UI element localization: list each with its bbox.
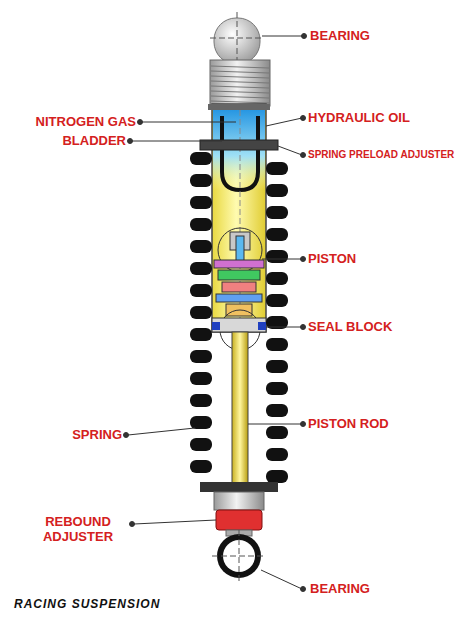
caption: RACING SUSPENSION	[14, 597, 160, 611]
spring-coil	[266, 294, 288, 307]
spring-coil	[190, 262, 212, 275]
leader-dot	[302, 34, 307, 39]
thread-line	[211, 76, 269, 78]
center-line	[212, 556, 266, 557]
leader-line	[266, 327, 302, 328]
spring-coil	[266, 470, 288, 483]
spring-coil	[190, 218, 212, 231]
spring-seat	[200, 482, 278, 492]
leader-line	[261, 570, 302, 589]
leader-line	[262, 259, 302, 260]
part-label: BLADDER	[62, 133, 126, 148]
part-label: BEARING	[310, 28, 370, 43]
seal	[258, 322, 266, 330]
spring-coil	[266, 206, 288, 219]
leader-lines	[124, 34, 307, 592]
shim-stack	[218, 270, 260, 280]
shim-stack	[222, 282, 256, 292]
leader-dot	[301, 422, 306, 427]
spring-coil	[266, 426, 288, 439]
thread-line	[211, 91, 269, 93]
spring-coil	[190, 350, 212, 363]
piston-nut	[216, 294, 262, 302]
spring-coil	[266, 162, 288, 175]
leader-dot	[301, 257, 306, 262]
spring-coil	[190, 328, 212, 341]
thread-line	[211, 101, 269, 103]
spring-coil	[190, 196, 212, 209]
leader-dot	[301, 153, 306, 158]
part-label: SPRING PRELOAD ADJUSTER	[308, 149, 454, 161]
part-label: SEAL BLOCK	[308, 319, 392, 334]
spring-coil	[266, 250, 288, 263]
seal-block	[212, 318, 266, 332]
leader-dot	[130, 522, 135, 527]
leader-line	[262, 36, 304, 37]
spring-coil	[266, 338, 288, 351]
leader-dot	[301, 116, 306, 121]
part-label: REBOUND ADJUSTER	[28, 514, 128, 544]
leader-dot	[128, 139, 133, 144]
leader-dot	[301, 325, 306, 330]
piston-rod	[232, 332, 248, 500]
thread-line	[211, 81, 269, 83]
spring	[190, 152, 288, 483]
spring-coil	[266, 382, 288, 395]
lower-body	[214, 492, 264, 510]
spring-coil	[190, 306, 212, 319]
thread-line	[211, 96, 269, 98]
leader-line	[266, 118, 302, 126]
leader-dot	[138, 120, 143, 125]
spring-coil	[190, 152, 212, 165]
spring-coil	[190, 460, 212, 473]
spring-coil	[266, 360, 288, 373]
spring-coil	[266, 228, 288, 241]
leader-line	[278, 146, 302, 155]
thread-line	[211, 86, 269, 88]
leader-line	[248, 424, 302, 425]
spring-coil	[190, 240, 212, 253]
spring-coil	[190, 394, 212, 407]
spring-coil	[266, 184, 288, 197]
center-line	[210, 38, 264, 39]
part-label: SPRING	[72, 427, 122, 442]
spring-coil	[266, 404, 288, 417]
part-label: HYDRAULIC OIL	[308, 110, 410, 125]
seal	[212, 322, 220, 330]
part-label: PISTON ROD	[308, 416, 389, 431]
leader-line	[128, 428, 195, 435]
part-label: BEARING	[310, 581, 370, 596]
spring-coil	[190, 372, 212, 385]
piston-bleed	[236, 236, 244, 262]
spring-coil	[190, 416, 212, 429]
leader-dot	[124, 433, 129, 438]
spring-coil	[190, 284, 212, 297]
rebound-adjuster	[216, 510, 262, 530]
spring-coil	[190, 438, 212, 451]
spring-coil	[266, 448, 288, 461]
part-label: PISTON	[308, 251, 356, 266]
spring-coil	[266, 272, 288, 285]
thread-line	[211, 71, 269, 73]
leader-line	[142, 122, 236, 123]
thread-line	[211, 66, 269, 68]
top-cap	[210, 60, 270, 106]
leader-line	[132, 141, 222, 142]
part-label: NITROGEN GAS	[36, 114, 136, 129]
leader-dot	[301, 587, 306, 592]
cap-rim	[208, 104, 270, 110]
cylinder	[212, 104, 266, 332]
piston	[214, 260, 264, 268]
spring-coil	[190, 174, 212, 187]
leader-line	[134, 520, 216, 524]
thread-lines	[211, 66, 269, 103]
